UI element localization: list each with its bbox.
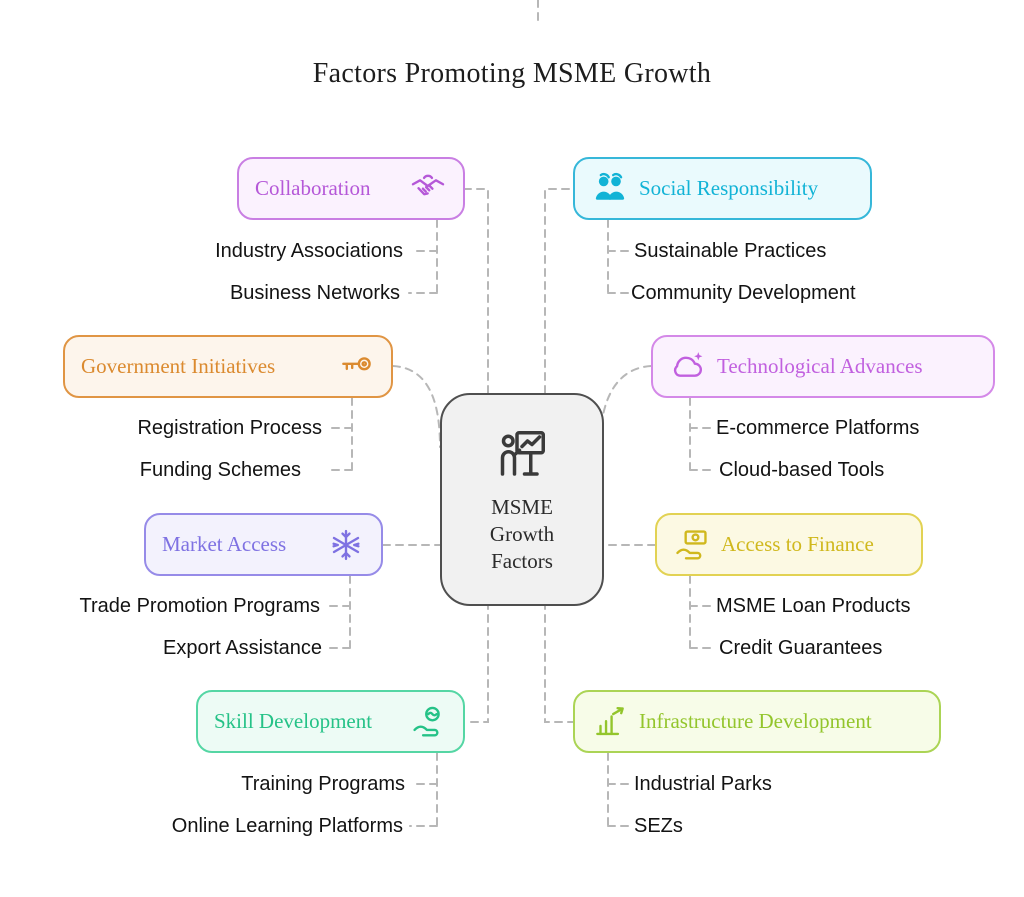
node-government-initiatives: Government Initiatives	[63, 335, 393, 398]
people-icon	[591, 170, 629, 208]
center-branch-connectors	[382, 0, 656, 723]
node-social-responsibility: Social Responsibility	[573, 157, 872, 220]
center-line-3: Factors	[491, 549, 553, 574]
leaf-sezs: SEZs	[634, 815, 683, 837]
node-collaboration-title: Collaboration	[255, 176, 371, 200]
leaf-credit-guarantees: Credit Guarantees	[719, 637, 883, 659]
leaf-online-learning-platforms: Online Learning Platforms	[171, 815, 403, 837]
center-line-1: MSME	[491, 494, 553, 519]
node-collaboration: Collaboration	[237, 157, 465, 220]
node-access-to-finance: Access to Finance	[655, 513, 923, 576]
leaf-business-networks: Business Networks	[229, 282, 400, 304]
node-government-initiatives-title: Government Initiatives	[81, 354, 276, 378]
branch-leaf-connectors	[326, 219, 717, 827]
leaf-msme-loan-products: MSME Loan Products	[716, 595, 911, 617]
cloud-sparkle-icon	[669, 348, 707, 386]
node-technological-advances: Technological Advances	[651, 335, 995, 398]
key-icon	[337, 348, 375, 386]
leaf-trade-promotion-programs: Trade Promotion Programs	[79, 595, 320, 617]
leaf-cloud-based-tools: Cloud-based Tools	[719, 459, 885, 481]
node-access-to-finance-title: Access to Finance	[721, 532, 874, 556]
center-node-msme-growth-factors: MSME Growth Factors	[440, 393, 604, 606]
leaf-export-assistance: Export Assistance	[163, 637, 322, 659]
money-hand-icon	[673, 526, 711, 564]
snowflake-icon	[327, 526, 365, 564]
center-line-2: Growth	[489, 521, 555, 546]
leaf-community-development: Community Development	[631, 282, 856, 304]
leaf-sustainable-practices: Sustainable Practices	[634, 240, 827, 262]
page-title: Factors Promoting MSME Growth	[312, 58, 712, 89]
presenter-board-icon	[492, 424, 552, 484]
node-social-responsibility-title: Social Responsibility	[639, 176, 819, 200]
bar-chart-growth-icon	[591, 703, 629, 741]
leaf-registration-process: Registration Process	[137, 417, 322, 439]
brain-hand-icon	[409, 703, 447, 741]
center-node-label: MSME Growth Factors	[490, 494, 554, 576]
node-skill-development: Skill Development	[196, 690, 465, 753]
node-technological-advances-title: Technological Advances	[717, 354, 923, 378]
node-market-access-title: Market Access	[162, 532, 287, 556]
leaf-ecommerce-platforms: E-commerce Platforms	[716, 417, 920, 439]
leaf-funding-schemes: Funding Schemes	[139, 459, 301, 481]
handshake-icon	[409, 170, 447, 208]
node-infrastructure-development-title: Infrastructure Development	[639, 709, 872, 733]
node-market-access: Market Access	[144, 513, 383, 576]
node-skill-development-title: Skill Development	[214, 709, 373, 733]
leaf-training-programs: Training Programs	[241, 773, 405, 795]
node-infrastructure-development: Infrastructure Development	[573, 690, 941, 753]
leaf-industrial-parks: Industrial Parks	[634, 773, 772, 795]
leaf-industry-associations: Industry Associations	[215, 240, 403, 262]
